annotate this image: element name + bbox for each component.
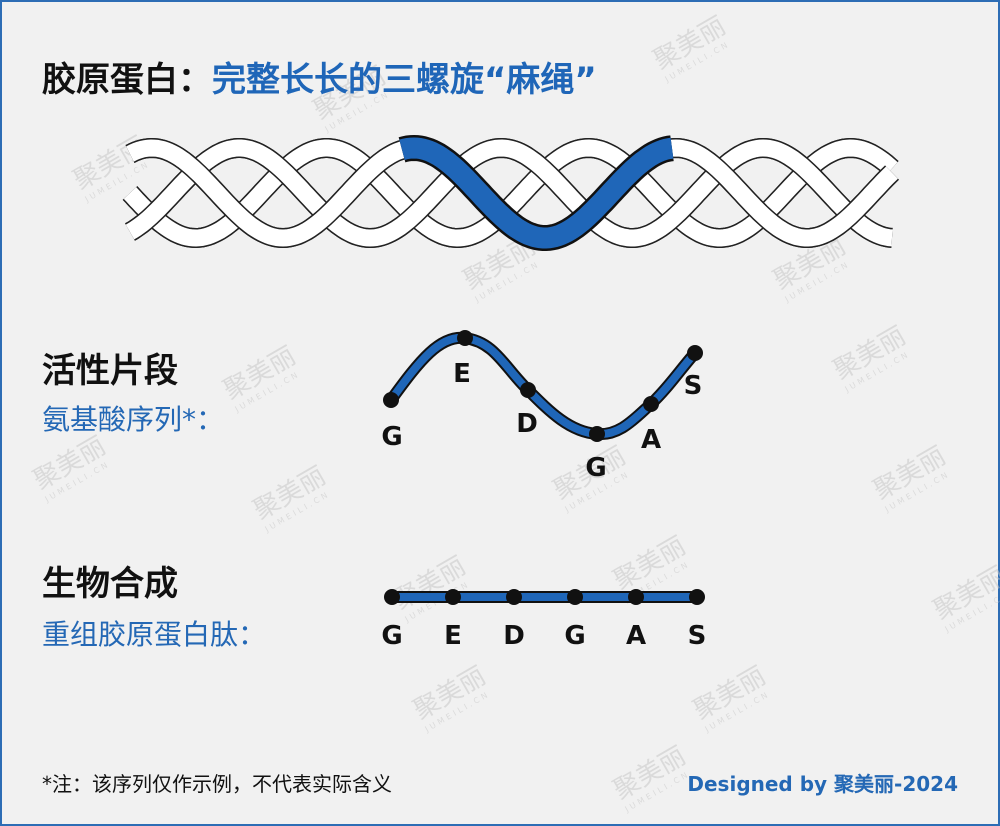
residue-node	[506, 589, 522, 605]
title-prefix: 胶原蛋白：	[42, 60, 212, 100]
residue-label: S	[684, 371, 703, 401]
residue-node	[687, 345, 703, 361]
residue-label: D	[516, 409, 538, 439]
residue-node	[589, 426, 605, 442]
wave-outline	[385, 331, 701, 441]
residue-node	[384, 589, 400, 605]
residue-label: A	[626, 621, 646, 651]
title-accent: 完整长长的三螺旋“麻绳”	[212, 60, 597, 100]
residue-label: G	[564, 621, 585, 651]
footnote: *注：该序列仅作示例，不代表实际含义	[42, 772, 392, 796]
designer-credit: Designed by 聚美丽-2024	[687, 772, 958, 796]
section-heading-biosynthesis: 生物合成	[42, 564, 178, 604]
section-subheading-recombinant-peptide: 重组胶原蛋白肽：	[42, 618, 267, 651]
residue-label: A	[641, 425, 661, 455]
residue-node	[520, 382, 536, 398]
residue-label: D	[503, 621, 525, 651]
section-heading-active-fragment: 活性片段	[42, 351, 178, 391]
residue-label: G	[585, 453, 606, 483]
highlighted-helix-strand-fill	[399, 137, 674, 249]
residue-node	[457, 330, 473, 346]
residue-node	[643, 396, 659, 412]
active-fragment-wave: G E D G AS	[381, 330, 703, 483]
residue-node	[567, 589, 583, 605]
page-title: 胶原蛋白：完整长长的三螺旋“麻绳”	[42, 52, 597, 101]
residue-node	[628, 589, 644, 605]
residue-label: S	[688, 621, 707, 651]
residue-node	[689, 589, 705, 605]
helix-strand-fill	[125, 139, 893, 247]
residue-label: E	[444, 621, 462, 651]
residue-node	[445, 589, 461, 605]
residue-label: E	[453, 359, 471, 389]
residue-node	[383, 392, 399, 408]
residue-label: G	[381, 422, 402, 452]
residue-label: G	[381, 621, 402, 651]
section-subheading-amino-acid-sequence: 氨基酸序列*：	[42, 403, 225, 436]
